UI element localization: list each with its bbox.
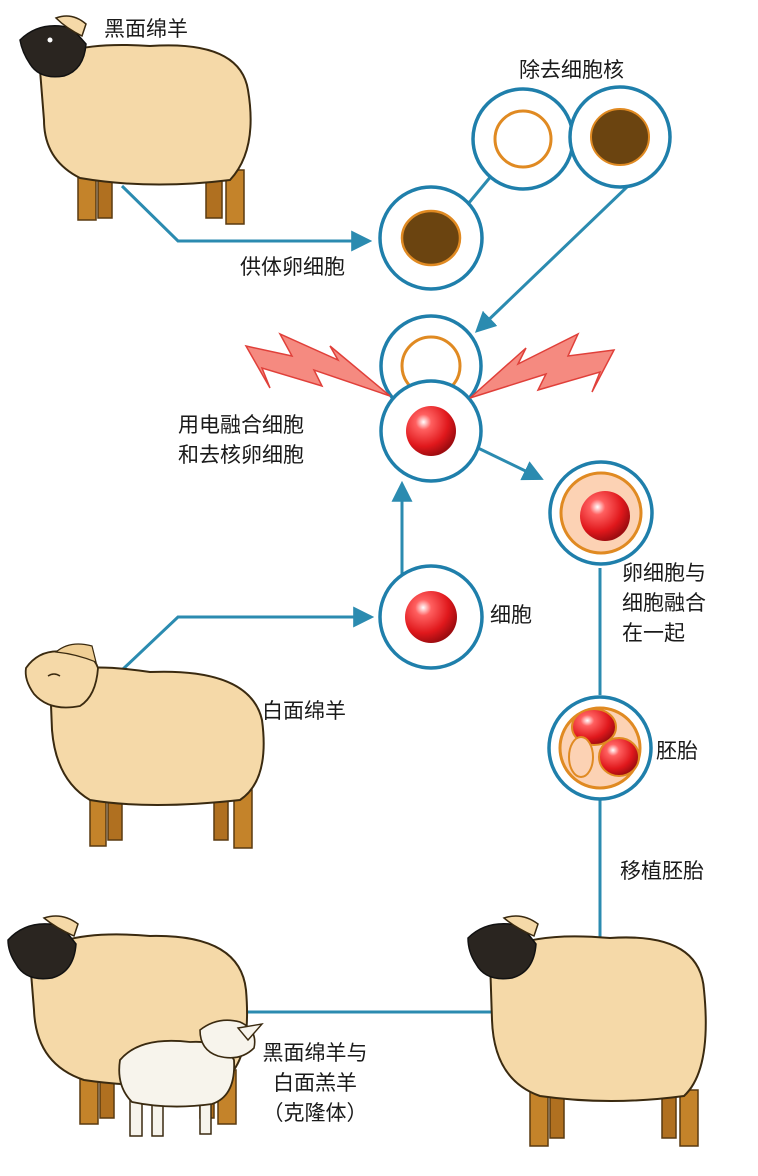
fused-cell-nucleus [580, 491, 630, 541]
label-donor-egg-cell: 供体卵细胞 [240, 255, 345, 279]
label-electrofusion-line2: 和去核卵细胞 [178, 443, 304, 467]
result-sheep-and-lamb-illustration [7, 915, 264, 1137]
arrow-sheep-to-egg [120, 184, 373, 252]
label-fusion: 卵细胞与 细胞融合 在一起 [622, 558, 706, 648]
donor-egg-nucleus [400, 209, 462, 267]
removed-nucleus [590, 108, 650, 166]
embryo-cell [547, 695, 653, 801]
surrogate-sheep-illustration [467, 915, 707, 1147]
red-nucleus-fusing [406, 406, 456, 456]
body-cell [378, 564, 484, 670]
label-electrofusion-line1: 用电融合细胞 [178, 413, 304, 437]
body-cell-nucleus [405, 591, 457, 643]
donor-egg-cell [378, 185, 484, 291]
label-result: 黑面绵羊与 白面羔羊 （克隆体） [250, 1038, 380, 1128]
label-fusion-line1: 卵细胞与 [622, 561, 706, 585]
label-embryo: 胚胎 [656, 739, 698, 763]
label-fusion-line3: 在一起 [622, 621, 685, 645]
lightning-left-icon [244, 332, 391, 397]
fused-cell [548, 460, 654, 566]
arrow-white-sheep-to-cell [120, 606, 375, 672]
label-remove-nucleus: 除去细胞核 [519, 58, 624, 82]
label-cell: 细胞 [490, 603, 532, 627]
electric-lightning [244, 332, 616, 399]
empty-nucleus [493, 109, 553, 169]
arrow-nucleus-to-enucleated [474, 184, 630, 333]
embryo-blastomere-3 [568, 736, 594, 778]
line-egg-to-removal [466, 174, 494, 205]
lightning-right-icon [469, 332, 616, 399]
label-result-line2: 白面羔羊 [273, 1071, 357, 1095]
white-face-sheep-illustration [24, 643, 265, 849]
fusion-cells [379, 314, 483, 483]
label-white-face-sheep: 白面绵羊 [262, 699, 346, 723]
label-electrofusion: 用电融合细胞 和去核卵细胞 [178, 410, 304, 470]
label-result-line3: （克隆体） [262, 1101, 368, 1125]
arrow-fusion-to-fused [477, 446, 544, 481]
enucleation-cells [471, 85, 672, 191]
embryo-blastomere-1 [571, 708, 617, 746]
black-face-sheep-illustration [19, 15, 252, 225]
label-transplant-embryo: 移植胚胎 [620, 859, 704, 883]
label-result-line1: 黑面绵羊与 [262, 1041, 368, 1065]
label-black-face-sheep: 黑面绵羊 [104, 17, 188, 41]
connector-lines [120, 174, 630, 1014]
embryo-blastomere-2 [598, 737, 640, 777]
label-fusion-line2: 细胞融合 [622, 591, 706, 615]
